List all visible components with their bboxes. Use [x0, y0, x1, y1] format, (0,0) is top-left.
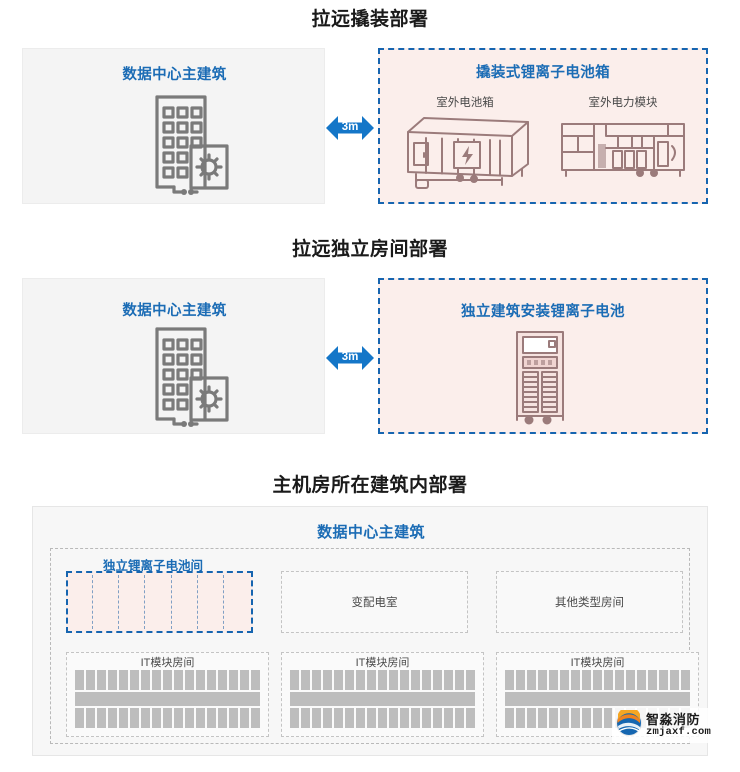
battery-cell: [122, 575, 146, 629]
room-substation: 变配电室: [281, 571, 468, 633]
it-module-room-1-label: IT模块房间: [140, 657, 195, 669]
aisle: [290, 692, 475, 706]
distance-separator-2: 3m: [326, 340, 374, 376]
datacenter-building-icon: [141, 91, 229, 196]
room-substation-label: 变配电室: [351, 597, 398, 609]
it-module-room-2-label: IT模块房间: [355, 657, 410, 669]
watermark: 智淼消防 zmjaxf.com: [612, 706, 716, 743]
rack-row-bottom: [75, 708, 260, 728]
it-module-room-1: IT模块房间: [66, 652, 269, 737]
zmjaxf-logo-icon: [615, 706, 643, 741]
outdoor-power-module-icon: [558, 118, 688, 184]
battery-cabinet-icon: [507, 330, 573, 426]
distance-separator-1: 3m: [326, 110, 374, 146]
it-module-room-3-label: IT模块房间: [570, 657, 625, 669]
double-arrow-icon: [326, 346, 374, 370]
rack-row-bottom: [290, 708, 475, 728]
battery-cell: [227, 575, 249, 629]
outdoor-battery-container-icon: [402, 112, 534, 190]
it-module-room-2: IT模块房间: [281, 652, 484, 737]
datacenter-building-icon: [141, 323, 229, 428]
battery-cell: [70, 575, 94, 629]
building-interior-area: [50, 548, 690, 744]
section-3-building-heading: 数据中心主建筑: [317, 524, 425, 541]
room-other: 其他类型房间: [496, 571, 683, 633]
section-2-right-panel: 独立建筑安装锂离子电池: [378, 278, 708, 434]
section-1-left-panel: 数据中心主建筑: [22, 48, 325, 204]
battery-cell: [175, 575, 198, 629]
outdoor-power-module-label: 室外电力模块: [588, 97, 658, 109]
section-1-left-panel-heading: 数据中心主建筑: [122, 67, 227, 83]
outdoor-battery-container-label: 室外电池箱: [436, 97, 494, 109]
section-1-title: 拉远撬装部署: [311, 9, 429, 30]
double-arrow-icon: [326, 116, 374, 140]
aisle: [75, 692, 260, 706]
battery-cell: [148, 575, 172, 629]
rack-row-top: [505, 670, 690, 690]
watermark-url: zmjaxf.com: [646, 725, 712, 738]
section-1-right-panel-heading: 撬装式锂离子电池箱: [475, 65, 611, 81]
section-3-title: 主机房所在建筑内部署: [272, 475, 468, 496]
battery-room-label: 独立锂离子电池间: [103, 559, 204, 573]
battery-cell: [96, 575, 120, 629]
section-2-title: 拉远独立房间部署: [291, 239, 448, 260]
rack-row-top: [290, 670, 475, 690]
section-1-right-panel: 撬装式锂离子电池箱 室外电池箱 室外电力模块: [378, 48, 708, 204]
section-2-left-panel-heading: 数据中心主建筑: [122, 303, 227, 319]
room-other-label: 其他类型房间: [555, 597, 624, 609]
section-2-right-panel-heading: 独立建筑安装锂离子电池: [461, 304, 625, 320]
battery-cell: [201, 575, 224, 629]
aisle: [505, 692, 690, 706]
watermark-brand: 智淼消防: [646, 712, 701, 728]
section-2-left-panel: 数据中心主建筑: [22, 278, 325, 434]
independent-lithium-battery-room: [66, 571, 253, 633]
rack-row-top: [75, 670, 260, 690]
